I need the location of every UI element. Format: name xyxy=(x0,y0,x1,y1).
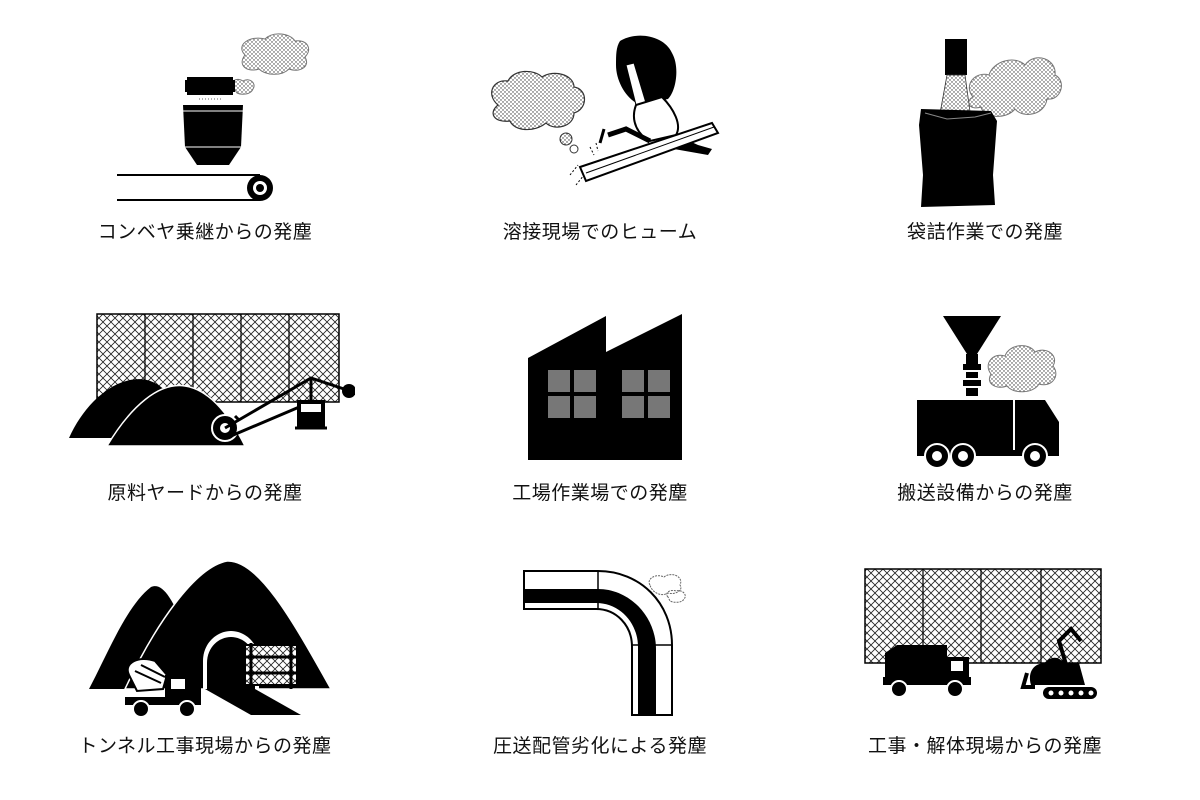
welder-icon xyxy=(491,35,720,186)
item-factory: 工場作業場での発塵 xyxy=(450,290,750,550)
item-material-yard: 原料ヤードからの発塵 xyxy=(55,290,355,550)
demolition-site-icon xyxy=(864,568,1102,699)
material-yard-icon xyxy=(69,313,355,447)
caption-demolition: 工事・解体現場からの発塵 xyxy=(867,735,1102,757)
item-bagging: 袋詰作業での発塵 xyxy=(835,25,1135,285)
caption-factory: 工場作業場での発塵 xyxy=(512,482,688,504)
caption-transport: 搬送設備からの発塵 xyxy=(897,482,1073,504)
caption-bagging: 袋詰作業での発塵 xyxy=(906,221,1063,243)
conveyor-transfer-icon xyxy=(117,33,310,201)
item-conveyor: コンベヤ乗継からの発塵 xyxy=(55,25,355,285)
transport-truck-icon xyxy=(917,316,1059,469)
caption-pipe: 圧送配管劣化による発塵 xyxy=(493,735,707,757)
item-transport: 搬送設備からの発塵 xyxy=(835,290,1135,550)
item-pipe: 圧送配管劣化による発塵 xyxy=(450,545,750,800)
item-tunnel: トンネル工事現場からの発塵 xyxy=(55,545,355,800)
caption-conveyor: コンベヤ乗継からの発塵 xyxy=(97,221,313,243)
item-demolition: 工事・解体現場からの発塵 xyxy=(835,545,1135,800)
caption-material-yard: 原料ヤードからの発塵 xyxy=(107,482,303,504)
factory-icon xyxy=(528,314,682,460)
caption-welding: 溶接現場でのヒューム xyxy=(502,221,698,243)
pipe-elbow-icon xyxy=(523,570,686,716)
bagging-icon xyxy=(919,39,1062,207)
item-welding: 溶接現場でのヒューム xyxy=(450,25,750,285)
tunnel-construction-icon xyxy=(89,560,333,718)
caption-tunnel: トンネル工事現場からの発塵 xyxy=(78,735,332,757)
